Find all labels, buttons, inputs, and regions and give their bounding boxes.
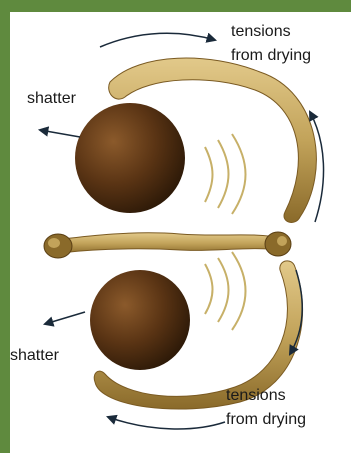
bottom-shatter-arrow (45, 312, 85, 324)
bottom-ball (90, 270, 190, 370)
top-shatter-arrow (40, 130, 80, 137)
tensions-label-bottom: tensions from drying (226, 386, 306, 430)
bottom-tension-arrow (108, 417, 225, 429)
top-ball (75, 103, 185, 213)
top-tension-arrow (100, 33, 215, 47)
middle-bone (44, 232, 291, 258)
label-line: tensions (226, 386, 306, 406)
label-line: from drying (226, 410, 306, 430)
shatter-label-top: shatter (27, 89, 76, 109)
label-line: tensions (231, 22, 311, 42)
vibration-waves-bottom (205, 252, 246, 330)
tensions-label-top: tensions from drying (231, 22, 311, 66)
label-line: from drying (231, 46, 311, 66)
shatter-label-bottom: shatter (10, 346, 59, 366)
vibration-waves-top (205, 134, 246, 214)
